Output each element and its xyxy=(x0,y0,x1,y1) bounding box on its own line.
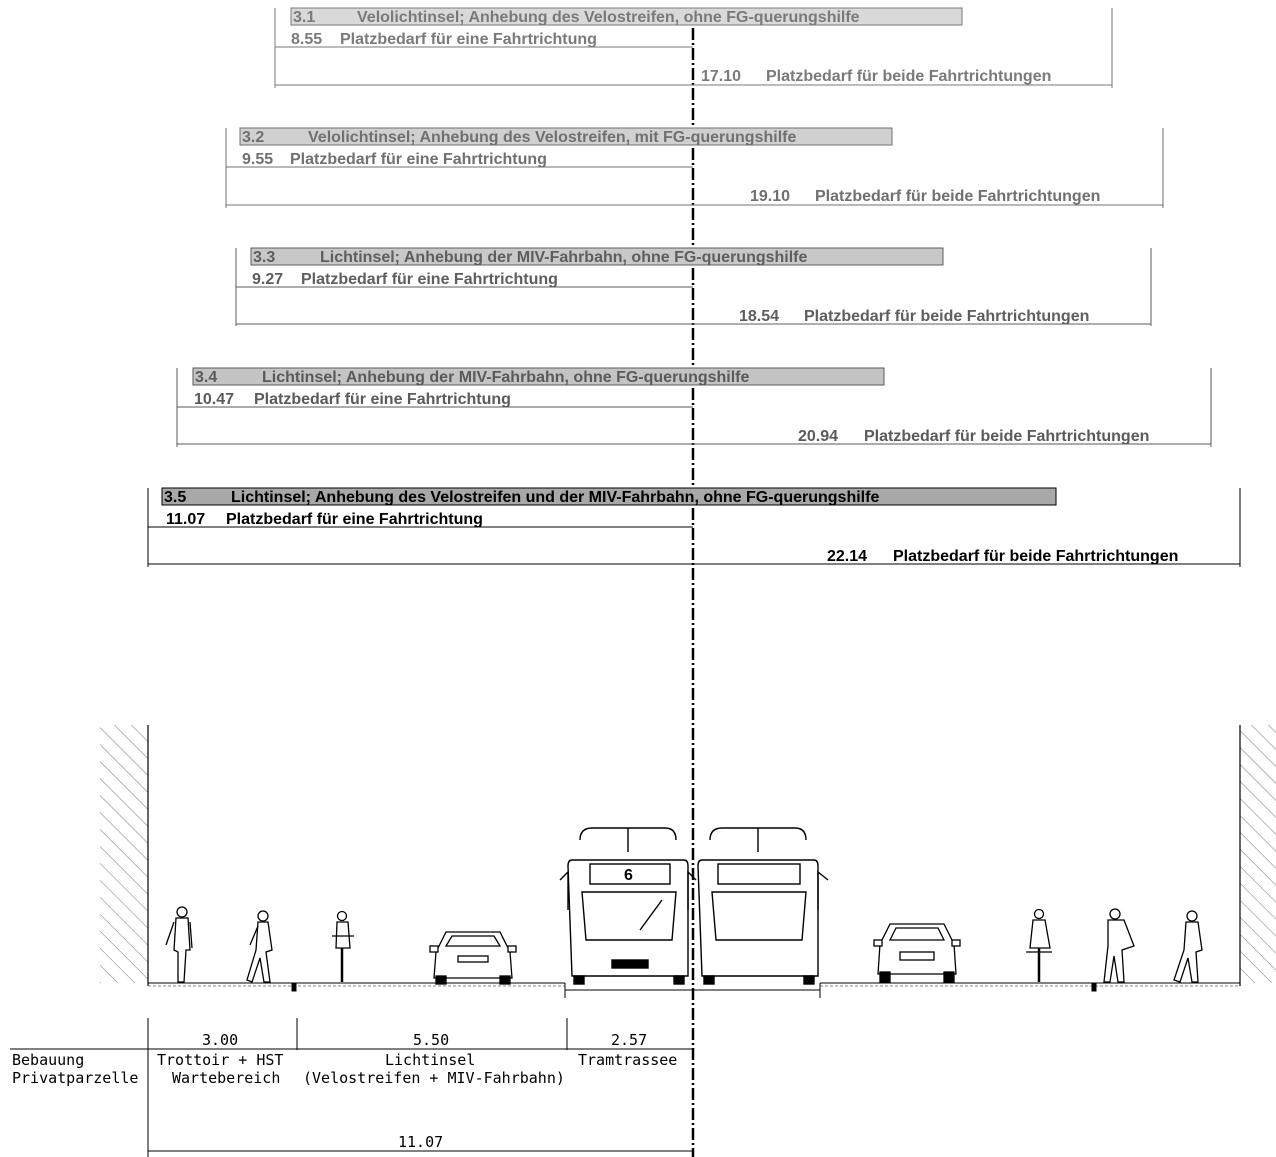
segment-value: 5.50 xyxy=(413,1031,449,1049)
segment-label: Tramtrassee xyxy=(578,1051,677,1069)
both-directions-label: Platzbedarf für beide Fahrtrichtungen xyxy=(815,188,1100,205)
both-directions-label: Platzbedarf für beide Fahrtrichtungen xyxy=(804,308,1089,325)
variant-id: 3.4 xyxy=(195,369,217,386)
both-directions-value: 22.14 xyxy=(827,548,867,565)
one-direction-value: 11.07 xyxy=(166,511,205,528)
variant-id: 3.2 xyxy=(242,129,264,146)
cyclist-icon xyxy=(1026,908,1052,982)
total-width-value: 11.07 xyxy=(398,1133,443,1151)
pedestrian-icon xyxy=(246,910,273,983)
building-right xyxy=(1240,725,1276,983)
segment-label: Lichtinsel xyxy=(385,1051,475,1069)
variant-3-5 xyxy=(147,487,1241,567)
variant-title: Lichtinsel; Anhebung des Velostreifen un… xyxy=(231,489,879,506)
pedestrian-icon xyxy=(1173,910,1203,983)
one-direction-label: Platzbedarf für eine Fahrtrichtung xyxy=(254,391,511,408)
side-label: Bebauung xyxy=(12,1051,84,1069)
variant-id: 3.3 xyxy=(253,249,275,266)
variant-title: Velolichtinsel; Anhebung des Velostreife… xyxy=(308,129,796,146)
variant-3-3 xyxy=(235,247,1152,326)
both-directions-label: Platzbedarf für beide Fahrtrichtungen xyxy=(766,68,1051,85)
both-directions-label: Platzbedarf für beide Fahrtrichtungen xyxy=(864,428,1149,445)
both-directions-value: 18.54 xyxy=(739,308,779,325)
variant-title: Velolichtinsel; Anhebung des Velostreife… xyxy=(357,9,860,26)
variant-title: Lichtinsel; Anhebung der MIV-Fahrbahn, o… xyxy=(320,249,808,266)
pedestrian-icon xyxy=(165,906,193,983)
one-direction-value: 8.55 xyxy=(291,31,322,48)
both-directions-label: Platzbedarf für beide Fahrtrichtungen xyxy=(893,548,1178,565)
both-directions-value: 17.10 xyxy=(701,68,741,85)
one-direction-value: 10.47 xyxy=(194,391,234,408)
segment-label: Wartebereich xyxy=(172,1069,280,1087)
ground-line xyxy=(148,982,1240,998)
tram-number: 6 xyxy=(624,867,633,884)
one-direction-label: Platzbedarf für eine Fahrtrichtung xyxy=(226,511,483,528)
one-direction-label: Platzbedarf für eine Fahrtrichtung xyxy=(301,271,558,288)
one-direction-label: Platzbedarf für eine Fahrtrichtung xyxy=(290,151,547,168)
both-directions-value: 19.10 xyxy=(750,188,790,205)
segment-value: 3.00 xyxy=(202,1031,238,1049)
variant-3-4 xyxy=(176,367,1212,447)
building-left xyxy=(100,725,148,983)
segment-label: (Velostreifen + MIV-Fahrbahn) xyxy=(303,1069,565,1087)
car-icon xyxy=(873,923,961,983)
cyclist-icon xyxy=(332,910,354,982)
both-directions-value: 20.94 xyxy=(798,428,838,445)
tram-icon xyxy=(559,827,697,985)
variant-id: 3.5 xyxy=(164,489,186,506)
variant-id: 3.1 xyxy=(293,9,315,26)
variant-title: Lichtinsel; Anhebung der MIV-Fahrbahn, o… xyxy=(262,369,750,386)
car-icon xyxy=(429,931,517,985)
variant-3-2 xyxy=(225,127,1164,208)
variant-3-1 xyxy=(274,7,1113,88)
one-direction-value: 9.27 xyxy=(252,271,283,288)
segment-label: Trottoir + HST xyxy=(157,1051,283,1069)
segment-value: 2.57 xyxy=(611,1031,647,1049)
pedestrian-icon xyxy=(1103,908,1135,983)
one-direction-value: 9.55 xyxy=(242,151,273,168)
one-direction-label: Platzbedarf für eine Fahrtrichtung xyxy=(340,31,597,48)
side-label: Privatparzelle xyxy=(12,1069,138,1087)
dimension-lines xyxy=(10,1018,693,1157)
tram-icon xyxy=(697,827,829,985)
